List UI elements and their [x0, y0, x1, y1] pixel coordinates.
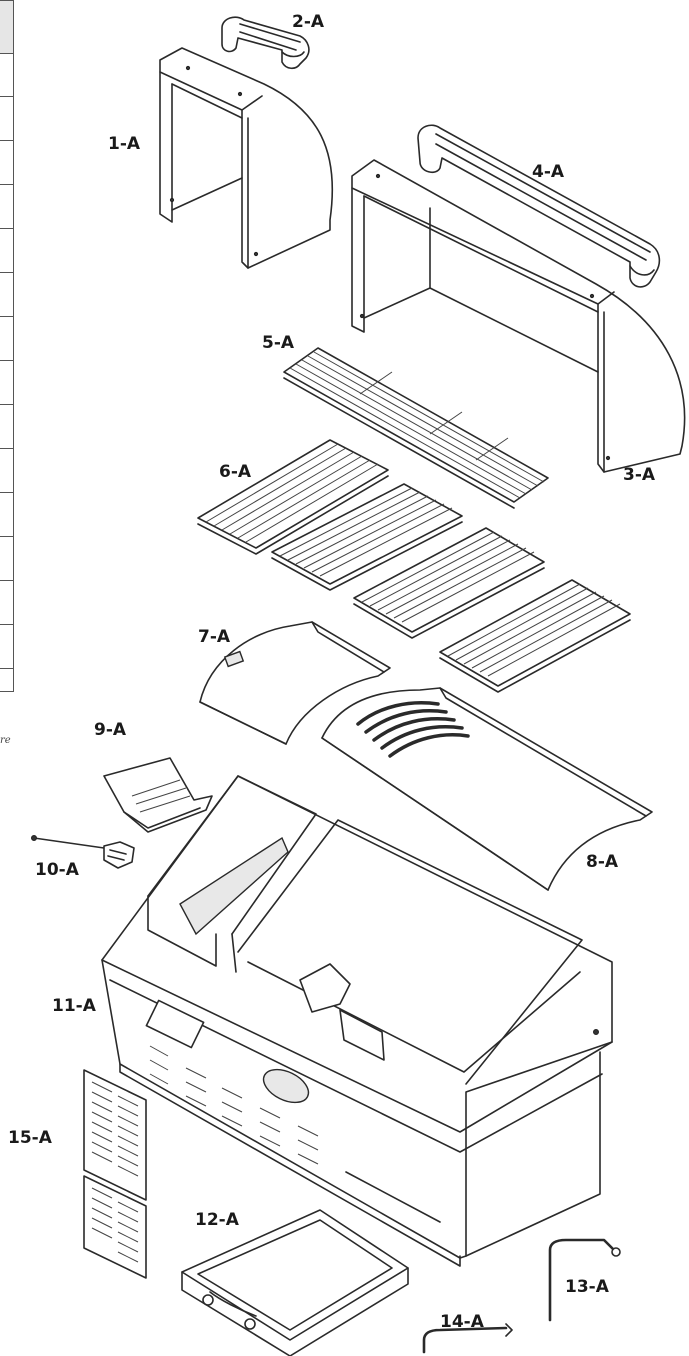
- label-12a: 12-A: [195, 1210, 239, 1230]
- label-11a: 11-A: [52, 996, 96, 1016]
- grate: [197, 439, 389, 555]
- part-15a-vent-panels: [83, 1069, 147, 1279]
- label-5a: 5-A: [262, 333, 295, 353]
- grate: [353, 527, 545, 639]
- table-border: [13, 0, 14, 692]
- table-row: [0, 404, 13, 449]
- table-note: re: [0, 735, 11, 746]
- table-row: [0, 448, 13, 493]
- parts-table-fragment: [0, 0, 14, 692]
- label-1a: 1-A: [108, 134, 141, 154]
- part-4a-large-handle: [417, 124, 661, 288]
- grate: [439, 579, 631, 693]
- part-11a-grill-body: [101, 775, 613, 1267]
- label-6a: 6-A: [219, 462, 252, 482]
- table-row: [0, 624, 13, 669]
- part-10a-igniter: [31, 835, 135, 869]
- table-row: [0, 52, 13, 97]
- label-3a: 3-A: [623, 465, 656, 485]
- label-4a: 4-A: [532, 162, 565, 182]
- label-10a: 10-A: [35, 860, 79, 880]
- part-13a-pipe: [548, 1238, 621, 1322]
- part-5a-warming-rack: [283, 347, 549, 509]
- table-row: [0, 580, 13, 625]
- part-2a-small-handle: [221, 16, 310, 70]
- part-14a-tube: [422, 1323, 513, 1354]
- table-row: [0, 96, 13, 141]
- table-row: [0, 360, 13, 405]
- table-row: [0, 316, 13, 361]
- table-row: [0, 228, 13, 273]
- label-8a: 8-A: [586, 852, 619, 872]
- label-2a: 2-A: [292, 12, 325, 32]
- part-8a-large-heat-shield: [321, 687, 653, 891]
- part-6a-cooking-grates: [197, 439, 631, 693]
- table-row: [0, 140, 13, 185]
- table-row: [0, 184, 13, 229]
- table-row: [0, 492, 13, 537]
- label-13a: 13-A: [565, 1277, 609, 1297]
- table-header-row: [0, 0, 13, 54]
- part-3a-large-hood: [351, 159, 686, 473]
- table-row: [0, 668, 13, 692]
- label-9a: 9-A: [94, 720, 127, 740]
- part-9a-smoker-box: [103, 757, 213, 833]
- part-12a-drip-tray: [181, 1209, 409, 1356]
- label-7a: 7-A: [198, 627, 231, 647]
- grate: [271, 483, 463, 591]
- label-14a: 14-A: [440, 1312, 484, 1332]
- label-15a: 15-A: [8, 1128, 52, 1148]
- part-1a-small-hood: [159, 47, 334, 269]
- table-row: [0, 272, 13, 317]
- part-7a-small-heat-shield: [199, 621, 391, 745]
- table-row: [0, 536, 13, 581]
